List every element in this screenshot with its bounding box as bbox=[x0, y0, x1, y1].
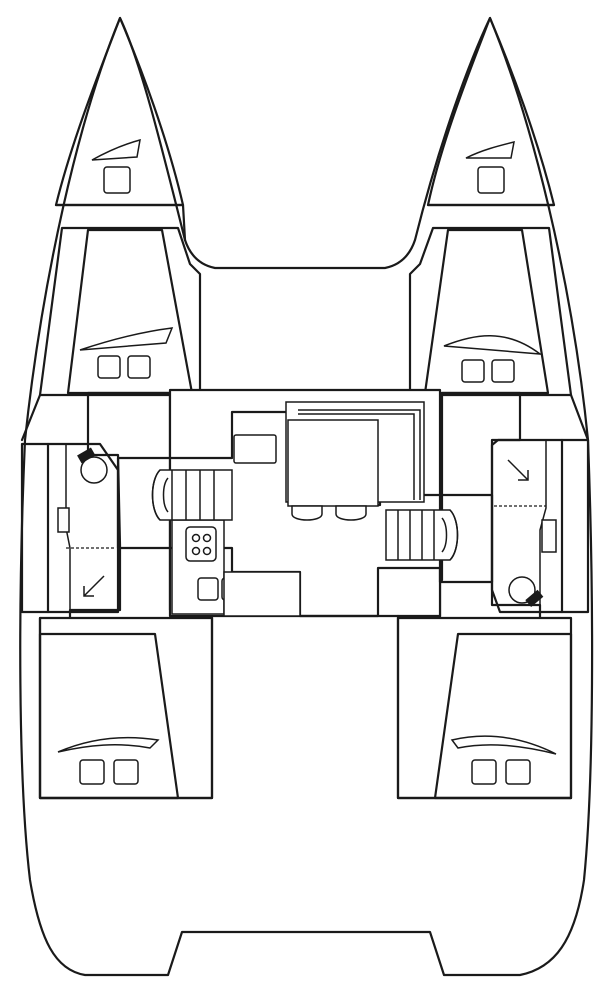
head-wall-port bbox=[65, 444, 71, 612]
pillow-icon bbox=[491, 359, 515, 383]
toilet-icon bbox=[80, 456, 108, 484]
burner-icon bbox=[191, 546, 201, 556]
inner-wall-starboard bbox=[560, 393, 590, 614]
stairs-icon-port bbox=[151, 469, 233, 521]
bow-sail-icon-port bbox=[91, 138, 141, 161]
pillow-icon bbox=[505, 759, 531, 785]
cabin-forward-starboard-frame bbox=[408, 226, 573, 397]
stool-icon bbox=[335, 505, 367, 521]
pillow-icon bbox=[79, 759, 105, 785]
aft-wall-starboard bbox=[396, 614, 573, 800]
toilet-icon bbox=[508, 576, 536, 604]
hatch-icon bbox=[103, 166, 131, 194]
dinette-table bbox=[287, 419, 379, 507]
bed-pillow-icon bbox=[79, 327, 174, 351]
pillow-icon bbox=[471, 759, 497, 785]
shower-drain-icon bbox=[83, 575, 105, 597]
hatch-icon bbox=[477, 166, 505, 194]
toilet-tank-icon bbox=[77, 447, 96, 464]
stool-icon bbox=[291, 505, 323, 521]
chart-table bbox=[233, 434, 277, 464]
shower-drain-icon bbox=[507, 459, 529, 481]
burner-icon bbox=[202, 546, 212, 556]
sink-icon bbox=[541, 519, 557, 553]
pillow-icon bbox=[461, 359, 485, 383]
stove-icon bbox=[185, 526, 217, 562]
head-wall-starboard bbox=[539, 440, 547, 612]
dinette-back-line bbox=[298, 409, 421, 500]
bow-sail-icon-starboard bbox=[465, 140, 515, 159]
bed-pillow-icon bbox=[57, 736, 160, 753]
bed-pillow-icon bbox=[450, 735, 557, 755]
burner-icon bbox=[202, 533, 212, 543]
burner-icon bbox=[191, 533, 201, 543]
aft-wall-port bbox=[38, 614, 214, 800]
pillow-icon bbox=[97, 355, 121, 379]
galley-counter-bottom bbox=[223, 571, 301, 617]
stairs-icon-starboard bbox=[385, 509, 459, 561]
dinette-back-line bbox=[298, 413, 415, 500]
galley-sink-left-icon bbox=[197, 577, 219, 601]
bulkhead-port bbox=[54, 203, 187, 242]
bed-pillow-icon bbox=[443, 335, 543, 355]
toilet-tank-icon bbox=[525, 589, 544, 607]
pillow-icon bbox=[127, 355, 151, 379]
cabin-forward-starboard bbox=[423, 228, 550, 395]
sink-icon bbox=[57, 507, 70, 533]
saloon bbox=[116, 410, 494, 618]
pillow-icon bbox=[113, 759, 139, 785]
inner-wall-port bbox=[20, 393, 50, 614]
